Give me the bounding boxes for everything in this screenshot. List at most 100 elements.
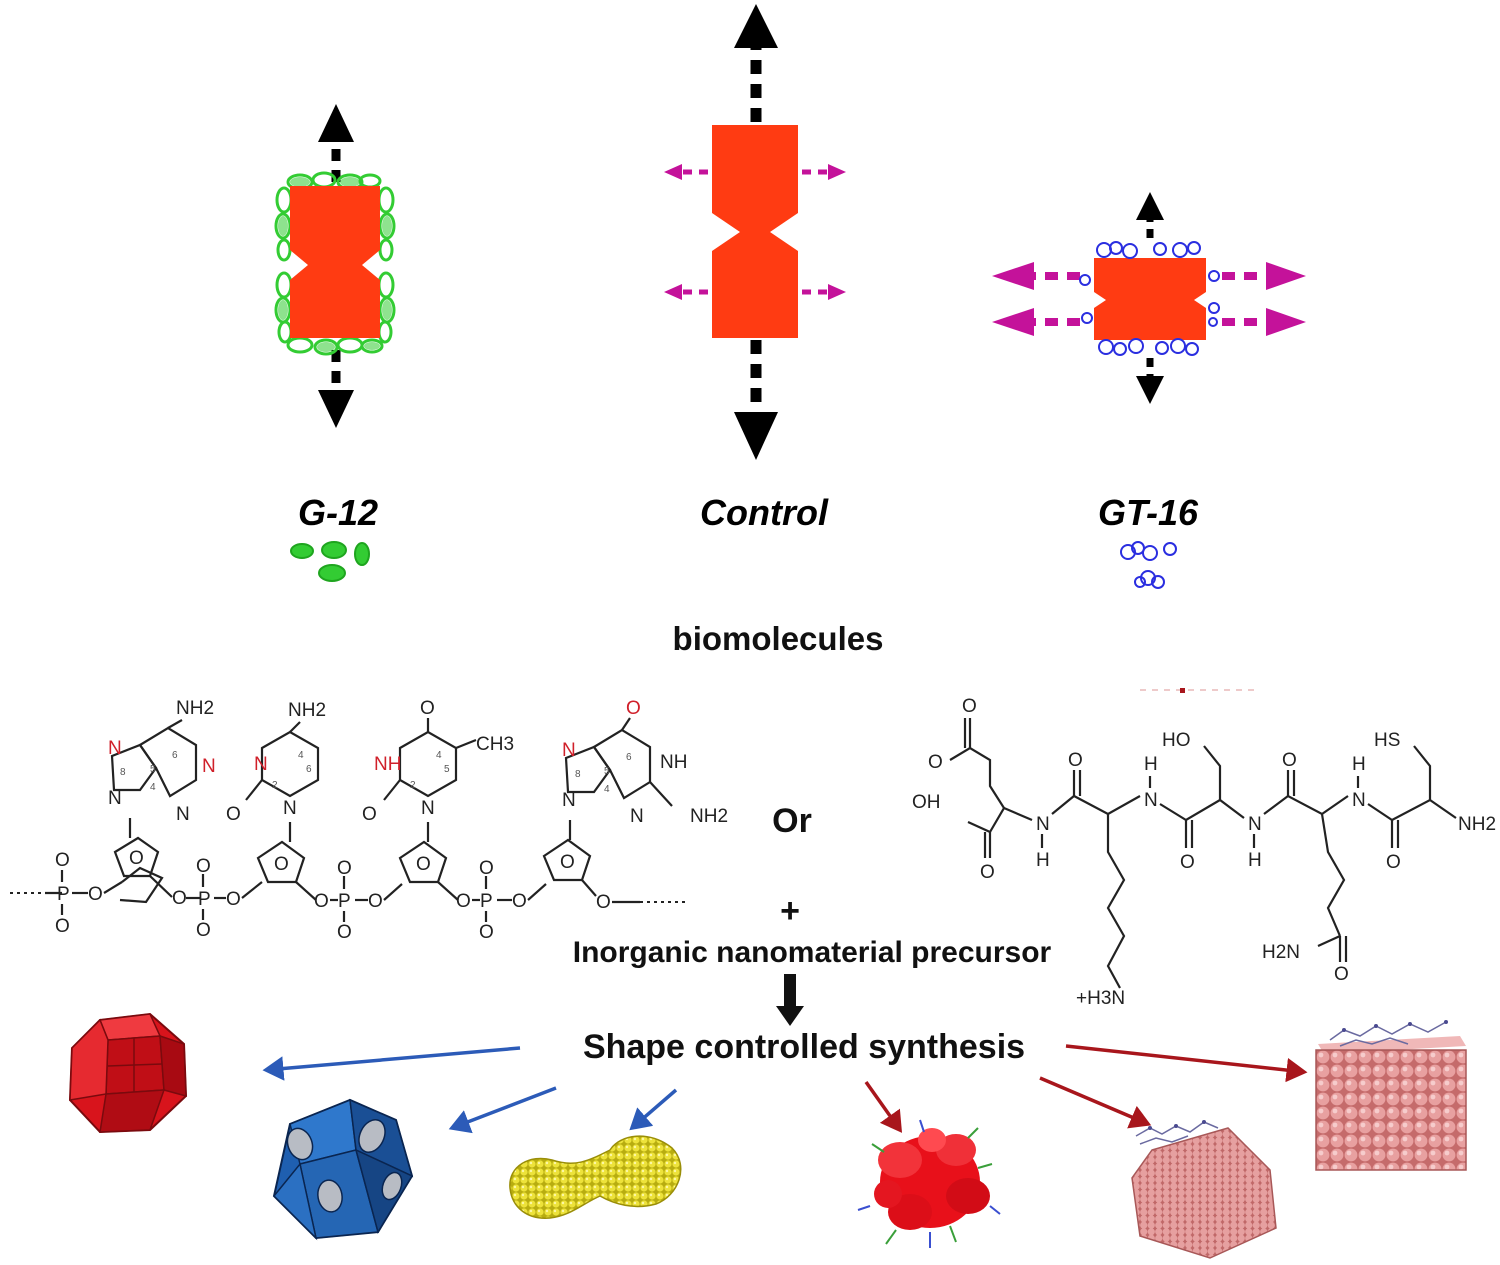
dna-phosphorus: P bbox=[198, 889, 211, 910]
svg-text:8: 8 bbox=[575, 769, 581, 780]
red-cluster-icon bbox=[857, 1119, 1001, 1248]
gt16-panel: GT-16 bbox=[992, 192, 1306, 589]
svg-text:2: 2 bbox=[410, 780, 416, 791]
adenine-n3: N bbox=[176, 804, 190, 825]
guanine-n9: N bbox=[562, 790, 576, 811]
dna-oxygen: O bbox=[337, 858, 352, 879]
lys-ammonium: +H3N bbox=[1076, 988, 1125, 1009]
svg-text:4: 4 bbox=[436, 750, 442, 761]
dna-oxygen: O bbox=[596, 892, 611, 913]
svg-text:6: 6 bbox=[306, 764, 312, 775]
guanine-carbonyl: O bbox=[626, 698, 641, 719]
asp-carbonyl: O bbox=[980, 862, 995, 883]
dna-oxygen: O bbox=[560, 852, 575, 873]
peptide-h: H bbox=[1248, 850, 1262, 871]
control-lateral-arrows bbox=[664, 164, 846, 300]
thymine-carbonyl-2: O bbox=[362, 804, 377, 825]
dna-oxygen: O bbox=[55, 916, 70, 937]
svg-text:5: 5 bbox=[444, 764, 450, 775]
yellow-dumbbell-icon bbox=[509, 1135, 682, 1219]
dna-oxygen: O bbox=[172, 888, 187, 909]
svg-text:6: 6 bbox=[626, 752, 632, 763]
gln-amide-o: O bbox=[1334, 964, 1349, 985]
dna-sugar-1: O O P O O O bbox=[113, 818, 263, 941]
arrow-to-hexagonal-lattice bbox=[1039, 1076, 1152, 1129]
cytosine-amino: NH2 bbox=[288, 700, 326, 721]
dna-sugar-2: O O P O O O bbox=[256, 822, 403, 943]
peptide-n: N bbox=[1248, 814, 1262, 835]
ser-hydroxyl: HO bbox=[1162, 730, 1191, 751]
g12-crystal bbox=[290, 186, 380, 338]
dna-sugar-3: O O P O O O bbox=[398, 822, 547, 943]
g12-coating-fill bbox=[278, 177, 392, 352]
guanine-amino: NH2 bbox=[690, 806, 728, 827]
gt16-biomolecule-coating bbox=[1079, 241, 1220, 356]
peptide-h: H bbox=[1036, 850, 1050, 871]
control-label: Control bbox=[700, 492, 829, 533]
peptide-backbone: N H O N H O N H O N H O NH2 bbox=[1036, 750, 1496, 873]
dna-base-cytosine: N N NH2 O 426 bbox=[226, 700, 326, 825]
g12-panel: G-12 bbox=[274, 104, 396, 582]
g12-biomolecule-legend bbox=[290, 541, 370, 582]
cytosine-carbonyl: O bbox=[226, 804, 241, 825]
guanine-n3: N bbox=[630, 806, 644, 827]
guanine-n7: N bbox=[562, 740, 576, 761]
svg-text:8: 8 bbox=[120, 767, 126, 778]
peptide-n: N bbox=[1144, 790, 1158, 811]
peptide-n: N bbox=[1352, 790, 1366, 811]
dna-oxygen: O bbox=[274, 854, 289, 875]
dna-sugar-4: O O bbox=[542, 820, 685, 913]
peptide-glutamine-side: H2N O bbox=[1262, 813, 1349, 985]
arrow-to-octahedron bbox=[262, 1046, 521, 1081]
dna-base-thymine: NH N O CH3 O 425 bbox=[362, 698, 514, 825]
dna-phosphorus: P bbox=[338, 891, 351, 912]
gt16-label: GT-16 bbox=[1098, 492, 1199, 533]
cys-thiol: HS bbox=[1374, 730, 1400, 751]
dna-structure: P O O O O O P O O O O O P bbox=[10, 698, 728, 943]
dna-oxygen: O bbox=[337, 922, 352, 943]
svg-text:5: 5 bbox=[604, 766, 610, 777]
peptide-h: H bbox=[1352, 754, 1366, 775]
gt16-lateral-arrows bbox=[992, 262, 1306, 336]
plus-sign: + bbox=[780, 892, 800, 930]
or-text: Or bbox=[772, 802, 812, 840]
dna-oxygen: O bbox=[226, 889, 241, 910]
dna-oxygen: O bbox=[512, 891, 527, 912]
pink-cubic-lattice-icon bbox=[1315, 1020, 1467, 1171]
gln-amide-n: H2N bbox=[1262, 942, 1300, 963]
dna-phosphorus: P bbox=[480, 891, 493, 912]
dna-oxygen: O bbox=[88, 884, 103, 905]
svg-text:4: 4 bbox=[150, 782, 156, 793]
dna-oxygen: O bbox=[479, 858, 494, 879]
thymine-carbonyl-4: O bbox=[420, 698, 435, 719]
cytosine-n1: N bbox=[283, 798, 297, 819]
dna-oxygen: O bbox=[368, 891, 383, 912]
peptide-aspartate: O O OH O bbox=[912, 696, 1033, 883]
dna-oxygen: O bbox=[55, 850, 70, 871]
synthesis-label: Shape controlled synthesis bbox=[583, 1028, 1025, 1066]
dna-backbone: P O O O bbox=[10, 850, 164, 937]
precursor-label: Inorganic nanomaterial precursor bbox=[573, 936, 1052, 969]
adenine-n9: N bbox=[108, 788, 122, 809]
peptide-faint-dot bbox=[1180, 688, 1185, 693]
asp-hydroxyl: OH bbox=[912, 792, 941, 813]
thymine-methyl: CH3 bbox=[476, 734, 514, 755]
arrow-to-cubic-lattice bbox=[1065, 1044, 1308, 1083]
dna-oxygen: O bbox=[456, 891, 471, 912]
adenine-amino: NH2 bbox=[176, 698, 214, 719]
red-arrows bbox=[864, 1044, 1308, 1133]
control-vertical-arrow-up bbox=[734, 4, 778, 122]
dna-oxygen: O bbox=[196, 920, 211, 941]
peptide-cysteine-side: HS bbox=[1374, 730, 1432, 800]
g12-label: G-12 bbox=[298, 492, 378, 533]
peptide-h: H bbox=[1144, 754, 1158, 775]
peptide-serine-side: HO bbox=[1162, 730, 1222, 800]
arrow-to-cluster bbox=[864, 1080, 903, 1133]
dna-oxygen: O bbox=[479, 922, 494, 943]
peptide-carbonyl: O bbox=[1282, 750, 1297, 771]
svg-text:5: 5 bbox=[150, 764, 156, 775]
dna-oxygen: O bbox=[416, 854, 431, 875]
thymine-n3: NH bbox=[374, 754, 401, 775]
